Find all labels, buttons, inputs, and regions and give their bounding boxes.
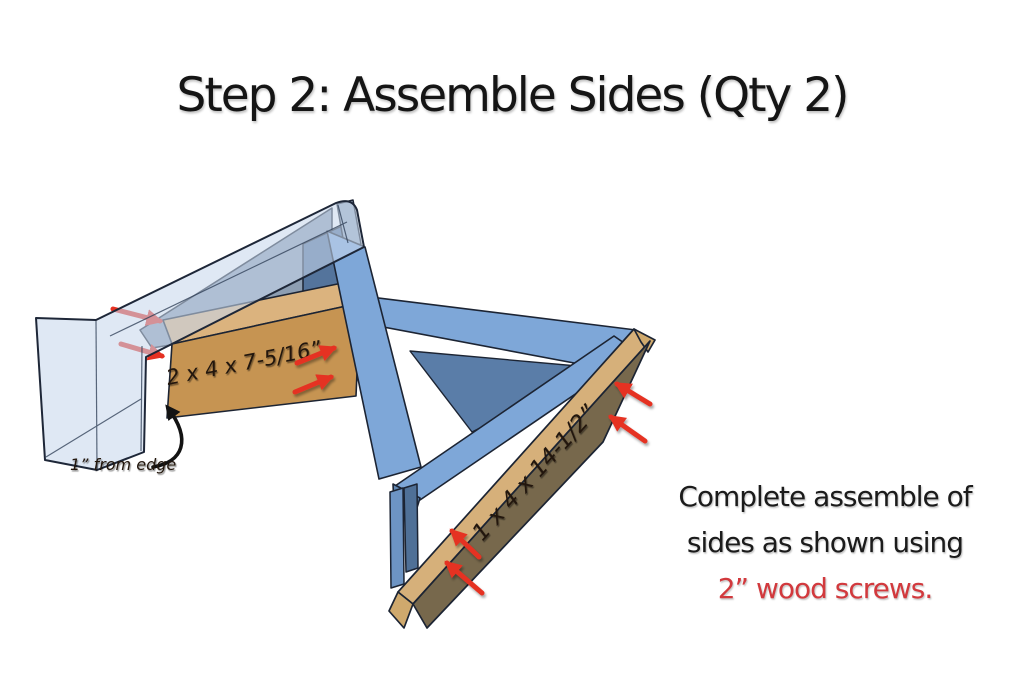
leg-end-strip-front xyxy=(389,487,405,589)
note-line-2: sides as shown using xyxy=(686,526,964,559)
leg-bottom-ends xyxy=(389,483,419,589)
curved-black-arrow xyxy=(151,404,184,469)
instruction-note: Complete assemble of sides as shown usin… xyxy=(660,474,990,612)
screw-arrow xyxy=(449,528,482,560)
spacer-block-front-face xyxy=(166,302,361,419)
bottom-board-face xyxy=(412,340,651,629)
top-rail-outline xyxy=(35,200,365,471)
screw-arrow xyxy=(294,345,338,366)
screw-arrow xyxy=(614,381,653,407)
block-screw-arrows xyxy=(292,345,338,395)
bottom-board-bottom-end xyxy=(388,591,414,629)
edge-callout: 1” from edge xyxy=(70,404,184,474)
screw-arrow xyxy=(444,560,485,596)
top-rail-glass xyxy=(35,200,365,471)
page-title: Step 2: Assemble Sides (Qty 2) xyxy=(176,68,849,123)
leg-end-strip-back xyxy=(403,483,419,573)
board-screw-arrows xyxy=(444,381,653,596)
edge-note-label: 1” from edge xyxy=(70,455,176,474)
screw-arrow xyxy=(292,374,335,395)
note-line-1: Complete assemble of xyxy=(678,480,972,513)
top-rail-inner-edges xyxy=(45,204,349,470)
note-line-3-red: 2” wood screws. xyxy=(717,572,934,605)
bottom-board-right-end xyxy=(633,328,656,353)
screw-arrow xyxy=(608,414,648,444)
